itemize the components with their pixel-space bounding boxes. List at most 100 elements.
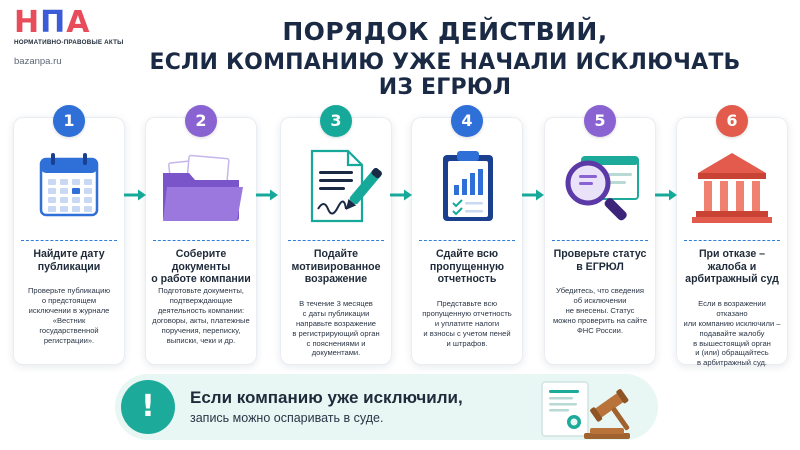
step-description-line: договоры, акты, платежные — [152, 315, 250, 325]
step-divider — [288, 240, 384, 241]
step-description-line: направьте возражение — [295, 318, 377, 328]
page-title-line-2: ЕСЛИ КОМПАНИЮ УЖЕ НАЧАЛИ ИСКЛЮЧАТЬ ИЗ ЕГ… — [149, 49, 741, 101]
banner-title: Если компанию уже исключили, — [190, 388, 463, 407]
step-description-line: о предстоящем — [41, 296, 97, 306]
step-description-line: не внесены. Статус — [565, 306, 635, 316]
step-divider — [552, 240, 648, 241]
step-title-line: о работе компании — [151, 273, 251, 286]
step-description-line: можно проверить на сайте — [552, 315, 648, 325]
step-title-line: Соберите документы — [171, 248, 231, 273]
page-title: ПОРЯДОК ДЕЙСТВИЙ, ЕСЛИ КОМПАНИЮ УЖЕ НАЧА… — [130, 17, 760, 101]
step-description-line: В течение 3 месяцев — [299, 299, 373, 309]
document-signature-icon — [310, 149, 382, 223]
step-description-line: пропущенную отчетность — [422, 308, 512, 318]
step-title-line: мотивированное — [291, 260, 381, 273]
logo: Н П А НОРМАТИВНО-ПРАВОВЫЕ АКТЫ — [14, 8, 126, 47]
banner-subtitle: запись можно оспаривать в суде. — [190, 411, 384, 425]
step-title-line: Сдайте всю — [436, 248, 498, 260]
step-description-line: в арбитражный суд. — [696, 358, 768, 368]
clipboard-report-icon — [443, 151, 493, 221]
step-description-line: Подготовьте документы, — [158, 286, 244, 296]
exclamation-icon: ! — [121, 380, 175, 434]
step-description-line: деятельность компании: — [157, 306, 245, 316]
logo-subtitle: НОРМАТИВНО-ПРАВОВЫЕ АКТЫ — [14, 39, 124, 46]
step-description-line: подтверждающие — [169, 296, 233, 306]
step-number-badge: 6 — [716, 105, 748, 137]
step-description-line: документами. — [311, 348, 361, 358]
logo-letter-a: А — [66, 5, 89, 40]
step-title-line: Найдите дату — [33, 248, 105, 260]
step-description-line: об исключении — [573, 296, 627, 306]
document-gavel-icon — [541, 381, 630, 439]
step-description-line: подавайте жалобу — [699, 328, 765, 338]
flow-arrow-icon — [522, 189, 544, 201]
logo-letter-n: Н — [14, 5, 39, 40]
step-description-line: регистрации». — [43, 335, 95, 345]
step-title-line: публикации — [37, 260, 101, 273]
logo-letter-p: П — [40, 5, 65, 40]
step-title-line: При отказе – — [698, 248, 766, 260]
calendar-icon — [39, 153, 99, 217]
step-description-line: Убедитесь, что сведения — [556, 286, 644, 296]
flow-arrow-icon — [256, 189, 278, 201]
step-number-badge: 5 — [584, 105, 616, 137]
page-title-line-1: ПОРЯДОК ДЕЙСТВИЙ, — [282, 17, 608, 46]
step-title-line: в ЕГРЮЛ — [576, 260, 624, 273]
step-description-line: и уплатите налоги — [434, 318, 500, 328]
step-description-line: ФНС России. — [577, 325, 623, 335]
magnifier-icon — [565, 156, 639, 221]
step-number-badge: 4 — [451, 105, 483, 137]
step-divider — [684, 240, 780, 241]
step-number-badge: 1 — [53, 105, 85, 137]
step-description-line: с пояснениями и — [306, 338, 366, 348]
flow-arrow-icon — [655, 189, 677, 201]
step-title-line: возражение — [304, 273, 368, 286]
courthouse-icon — [692, 153, 772, 223]
step-description-line: в вышестоящий орган — [693, 338, 771, 348]
step-divider — [21, 240, 117, 241]
step-description-line: исключении в журнале — [28, 306, 110, 316]
step-title-line: арбитражный суд — [685, 273, 779, 286]
step-description-line: или компанию исключили – — [683, 318, 781, 328]
step-divider — [419, 240, 515, 241]
step-description-line: и взносы с учетом пеней — [423, 328, 511, 338]
step-description-line: и штрафов. — [446, 338, 488, 348]
site-url: bazanpa.ru — [14, 56, 62, 67]
step-divider — [153, 240, 249, 241]
step-number-badge: 3 — [320, 105, 352, 137]
step-title-line: жалоба и — [707, 260, 757, 273]
step-number-badge: 2 — [185, 105, 217, 137]
step-description-line: с даты публикации — [302, 308, 370, 318]
step-description-line: Если в возражении отказано — [698, 299, 766, 318]
step-description-line: поручения, переписку, — [161, 325, 241, 335]
folder-icon — [163, 154, 243, 221]
logo-wordmark: Н П А — [14, 8, 126, 38]
flow-arrow-icon — [124, 189, 146, 201]
step-description-line: «Вестник — [52, 315, 86, 325]
step-description-line: Проверьте публикацию — [27, 286, 111, 296]
step-description-line: государственной — [39, 325, 99, 335]
step-description-line: в регистрирующий орган — [292, 328, 380, 338]
step-title-line: пропущенную — [429, 260, 505, 273]
step-title-line: Подайте — [313, 248, 359, 260]
flow-arrow-icon — [390, 189, 412, 201]
step-description-line: и (или) обращайтесь — [695, 348, 769, 358]
step-title-line: Проверьте статус — [553, 248, 647, 260]
